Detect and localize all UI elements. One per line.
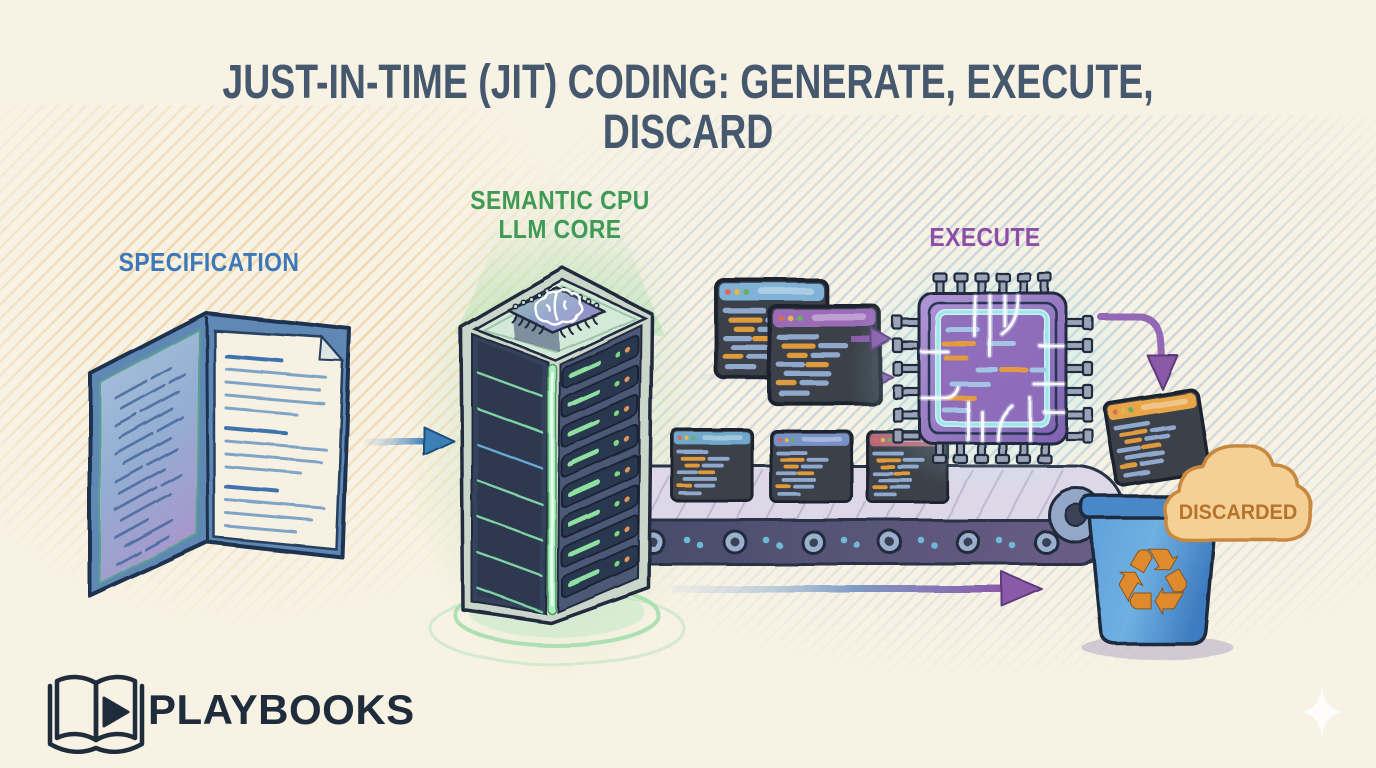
arrow-belt-flow — [672, 571, 1043, 607]
execute-cpu-chip — [847, 245, 1137, 495]
code-window — [769, 429, 854, 504]
playbooks-logo — [47, 674, 145, 754]
brand-name: PLAYBOOKS — [148, 686, 415, 733]
semantic-cpu-label-line1: SEMANTIC CPU — [470, 185, 650, 215]
spec-right-page-lines — [224, 353, 328, 534]
execute-label: EXECUTE — [929, 222, 1041, 252]
semantic-cpu-label-line2: LLM CORE — [498, 214, 622, 244]
recycle-icon: ♻ — [1112, 529, 1194, 636]
sparkle-icon — [1301, 688, 1343, 736]
discarded-label: DISCARDED — [1179, 501, 1298, 525]
llm-chip-icon — [506, 286, 607, 352]
brain-icon — [534, 289, 585, 327]
server-left-vents — [476, 371, 544, 614]
discarded-cloud: DISCARDED — [1162, 444, 1313, 542]
semantic-cpu-label: SEMANTIC CPU LLM CORE — [454, 186, 665, 244]
code-window — [670, 428, 755, 503]
llm-server-tower — [459, 266, 654, 625]
specification-label: SPECIFICATION — [118, 247, 300, 277]
page-title: JUST-IN-TIME (JIT) CODING: GENERATE, EXE… — [222, 56, 1154, 159]
server-rack-slots — [561, 334, 639, 599]
arrow-spec-to-server — [363, 426, 455, 456]
cpu-pins — [891, 271, 1094, 465]
spec-left-page-lines — [114, 366, 186, 567]
cpu-traces — [919, 293, 1066, 443]
arrow-chip-to-trash — [1096, 312, 1179, 391]
book-play-icon — [47, 674, 145, 754]
specification-document — [88, 311, 352, 598]
chip-pins — [511, 314, 598, 338]
cpu-code-lines — [941, 327, 1047, 413]
